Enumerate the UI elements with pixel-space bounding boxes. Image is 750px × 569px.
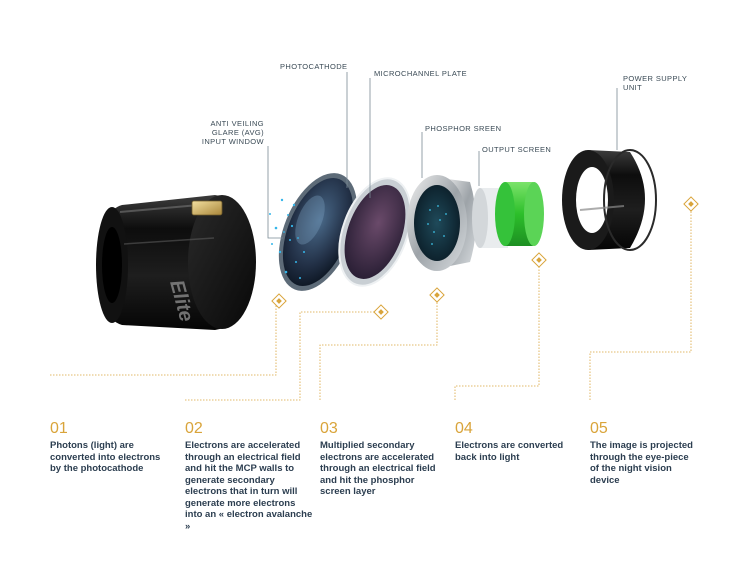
step-text: Photons (light) are converted into elect… xyxy=(50,440,168,475)
step-01: 01 Photons (light) are converted into el… xyxy=(50,420,168,475)
callout-avg-line-1: ANTI VEILING xyxy=(178,119,264,128)
callout-psu-line-1: POWER SUPPLY xyxy=(623,74,687,83)
callout-photocathode-line-1: PHOTOCATHODE xyxy=(280,62,347,71)
step-02: 02 Electrons are accelerated through an … xyxy=(185,420,313,532)
callout-avg-line-3: INPUT WINDOW xyxy=(178,137,264,146)
callout-avg: ANTI VEILING GLARE (AVG) INPUT WINDOW xyxy=(178,119,264,146)
step-04: 04 Electrons are converted back into lig… xyxy=(455,420,573,463)
step-text: The image is projected through the eye-p… xyxy=(590,440,700,486)
output-screen xyxy=(472,182,544,248)
callout-phosphor-screen: PHOSPHOR SREEN xyxy=(425,124,501,133)
step-03: 03 Multiplied secondary electrons are ac… xyxy=(320,420,440,498)
step-number: 05 xyxy=(590,420,700,438)
gold-contact-icon xyxy=(192,201,222,215)
housing-cylinder: Elite xyxy=(96,195,256,330)
step-text: Electrons are accelerated through an ele… xyxy=(185,440,313,532)
step-number: 02 xyxy=(185,420,313,438)
callout-avg-line-2: GLARE (AVG) xyxy=(178,128,264,137)
callout-photocathode: PHOTOCATHODE xyxy=(280,62,347,71)
callout-power-supply: POWER SUPPLY UNIT xyxy=(623,74,687,92)
callout-phosphor-line-1: PHOSPHOR SREEN xyxy=(425,124,501,133)
callout-output-screen: OUTPUT SCREEN xyxy=(482,145,551,154)
step-05: 05 The image is projected through the ey… xyxy=(590,420,700,486)
phosphor-screen xyxy=(407,175,476,271)
step-number: 01 xyxy=(50,420,168,438)
callout-microchannel-plate: MICROCHANNEL PLATE xyxy=(374,69,467,78)
step-number: 04 xyxy=(455,420,573,438)
step-text: Multiplied secondary electrons are accel… xyxy=(320,440,440,498)
callout-psu-line-2: UNIT xyxy=(623,83,687,92)
callout-output-line-1: OUTPUT SCREEN xyxy=(482,145,551,154)
callout-mcp-line-1: MICROCHANNEL PLATE xyxy=(374,69,467,78)
step-text: Electrons are converted back into light xyxy=(455,440,573,463)
step-number: 03 xyxy=(320,420,440,438)
